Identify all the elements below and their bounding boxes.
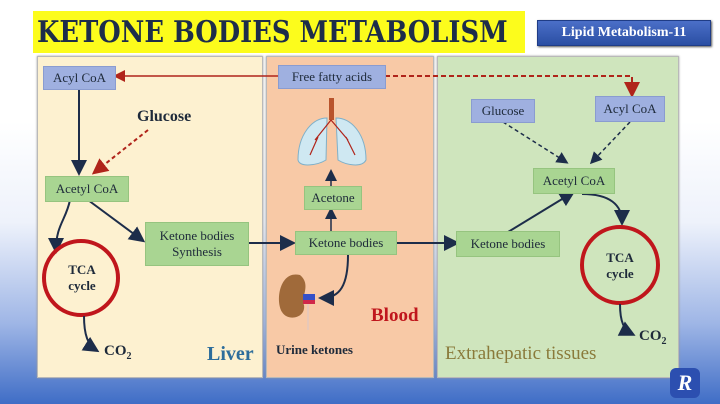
blood-label: Blood [371,305,419,326]
blood-ketone-bodies: Ketone bodies [295,231,397,255]
page-title: KETONE BODIES METABOLISM [37,15,508,50]
liver-panel [37,56,263,378]
free-fatty-acids: Free fatty acids [278,65,386,89]
liver-glucose-label: Glucose [137,108,192,125]
title-banner: KETONE BODIES METABOLISM [33,11,525,53]
extra-tca-label: TCA cycle [600,250,640,282]
synthesis-line2: Synthesis [172,244,222,259]
tca-line1: TCA [68,262,96,277]
tca-line1: TCA [606,250,634,265]
liver-tca-label: TCA cycle [62,262,102,294]
ketone-synthesis-box: Ketone bodies Synthesis [145,222,249,266]
synthesis-line1: Ketone bodies [159,228,235,244]
extra-co2: CO2 [639,328,667,347]
extra-glucose: Glucose [471,99,535,123]
tca-line2: cycle [68,278,96,293]
liver-acetyl-coa: Acetyl CoA [45,176,129,202]
liver-label: Liver [207,343,254,365]
liver-co2: CO2 [104,343,132,362]
extra-acetyl-coa: Acetyl CoA [533,168,615,194]
tca-line2: cycle [606,266,634,281]
urine-ketones-label: Urine ketones [276,342,353,357]
liver-acyl-coa: Acyl CoA [43,66,116,90]
r-logo-icon: R [670,368,700,398]
series-badge: Lipid Metabolism-11 [537,20,711,46]
acetone-box: Acetone [304,186,362,210]
extra-acyl-coa: Acyl CoA [595,96,665,122]
blood-panel [266,56,434,378]
extra-ketone-bodies: Ketone bodies [456,231,560,257]
extrahepatic-label: Extrahepatic tissues [445,343,597,364]
